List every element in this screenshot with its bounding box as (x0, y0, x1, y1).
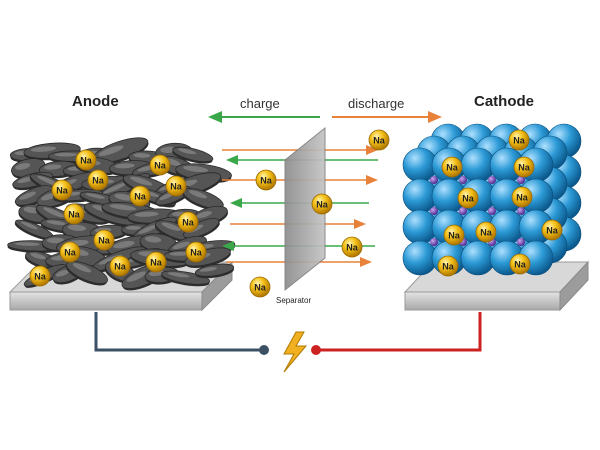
sodium-ion-label: Na (462, 194, 474, 204)
sodium-ion-label: Na (92, 176, 104, 186)
sodium-ion: Na (311, 193, 333, 215)
sodium-ion: Na (511, 186, 533, 208)
sodium-ion: Na (177, 211, 199, 233)
graphite-flake (194, 263, 235, 279)
sodium-ion: Na (508, 129, 530, 151)
cathode-transition-metal (517, 238, 525, 246)
graphite-flake (182, 188, 224, 211)
sodium-ion-label: Na (170, 182, 182, 192)
sodium-ion-label: Na (316, 200, 328, 210)
sodium-ion: Na (87, 169, 109, 191)
sodium-ion: Na (29, 265, 51, 287)
sodium-ion: Na (109, 255, 131, 277)
anode-title: Anode (72, 93, 119, 110)
sodium-ion: Na (165, 175, 187, 197)
sodium-ion-label: Na (514, 260, 526, 270)
sodium-ion: Na (185, 241, 207, 263)
sodium-ion-label: Na (182, 218, 194, 228)
cathode-transition-metal (517, 207, 525, 215)
sodium-ion: Na (59, 241, 81, 263)
external-circuit (94, 312, 482, 355)
sodium-ion: Na (51, 179, 73, 201)
sodium-ion-label: Na (150, 258, 162, 268)
sodium-ion-label: Na (516, 193, 528, 203)
sodium-ion: Na (341, 236, 363, 258)
sodium-ion: Na (63, 203, 85, 225)
cathode-transition-metal (459, 207, 467, 215)
sodium-ion-label: Na (254, 283, 266, 293)
sodium-ion-label: Na (98, 236, 110, 246)
cathode-title: Cathode (474, 93, 534, 110)
sodium-ion-label: Na (513, 136, 525, 146)
sodium-ion-label: Na (190, 248, 202, 258)
cathode-crystal-lattice (402, 123, 582, 276)
sodium-ion: Na (457, 187, 479, 209)
graphite-flake (172, 146, 214, 164)
sodium-ion: Na (129, 185, 151, 207)
sodium-ion-label: Na (56, 186, 68, 196)
sodium-ion: Na (443, 224, 465, 246)
cathode-transition-metal (488, 176, 496, 184)
sodium-ion-label: Na (446, 163, 458, 173)
cathode-transition-metal (430, 176, 438, 184)
sodium-ion: Na (475, 221, 497, 243)
sodium-ion-label: Na (34, 272, 46, 282)
sodium-ion-label: Na (64, 248, 76, 258)
graphite-flake (14, 219, 54, 241)
sodium-ion: Na (249, 276, 271, 298)
sodium-ion-label: Na (442, 262, 454, 272)
discharge-label: discharge (348, 96, 405, 111)
separator-membrane (284, 126, 326, 292)
sodium-ion-label: Na (518, 163, 530, 173)
sodium-ion: Na (541, 219, 563, 241)
sodium-ion: Na (145, 251, 167, 273)
charge-arrow (208, 111, 320, 123)
sodium-ion: Na (368, 129, 390, 151)
sodium-ion-label: Na (346, 243, 358, 253)
lightning-bolt-icon (283, 331, 308, 373)
sodium-ion: Na (93, 229, 115, 251)
cathode-transition-metal (517, 176, 525, 184)
sodium-ion-label: Na (480, 228, 492, 238)
sodium-ion-label: Na (546, 226, 558, 236)
sodium-ion: Na (509, 253, 531, 275)
graphite-flake (161, 270, 211, 287)
charge-label: charge (240, 96, 280, 111)
cathode-transition-metal (430, 238, 438, 246)
sodium-ion: Na (75, 149, 97, 171)
cathode-transition-metal (459, 176, 467, 184)
cathode-transition-metal (488, 207, 496, 215)
sodium-ion-label: Na (373, 136, 385, 146)
sodium-ion: Na (149, 154, 171, 176)
sodium-ion-label: Na (134, 192, 146, 202)
discharge-flow-arrow (222, 145, 378, 155)
sodium-ion: Na (255, 169, 277, 191)
sodium-ion-label: Na (154, 161, 166, 171)
separator-label: Separator (276, 296, 312, 305)
sodium-ion-label: Na (114, 262, 126, 272)
cathode-transition-metal (430, 207, 438, 215)
sodium-ion-label: Na (448, 231, 460, 241)
sodium-ion: Na (513, 156, 535, 178)
sodium-ion-label: Na (68, 210, 80, 220)
sodium-ion-label: Na (80, 156, 92, 166)
discharge-arrow (332, 111, 442, 123)
graphite-flake (65, 260, 108, 286)
sodium-ion: Na (441, 156, 463, 178)
sodium-ion-label: Na (260, 176, 272, 186)
sodium-ion: Na (437, 255, 459, 277)
